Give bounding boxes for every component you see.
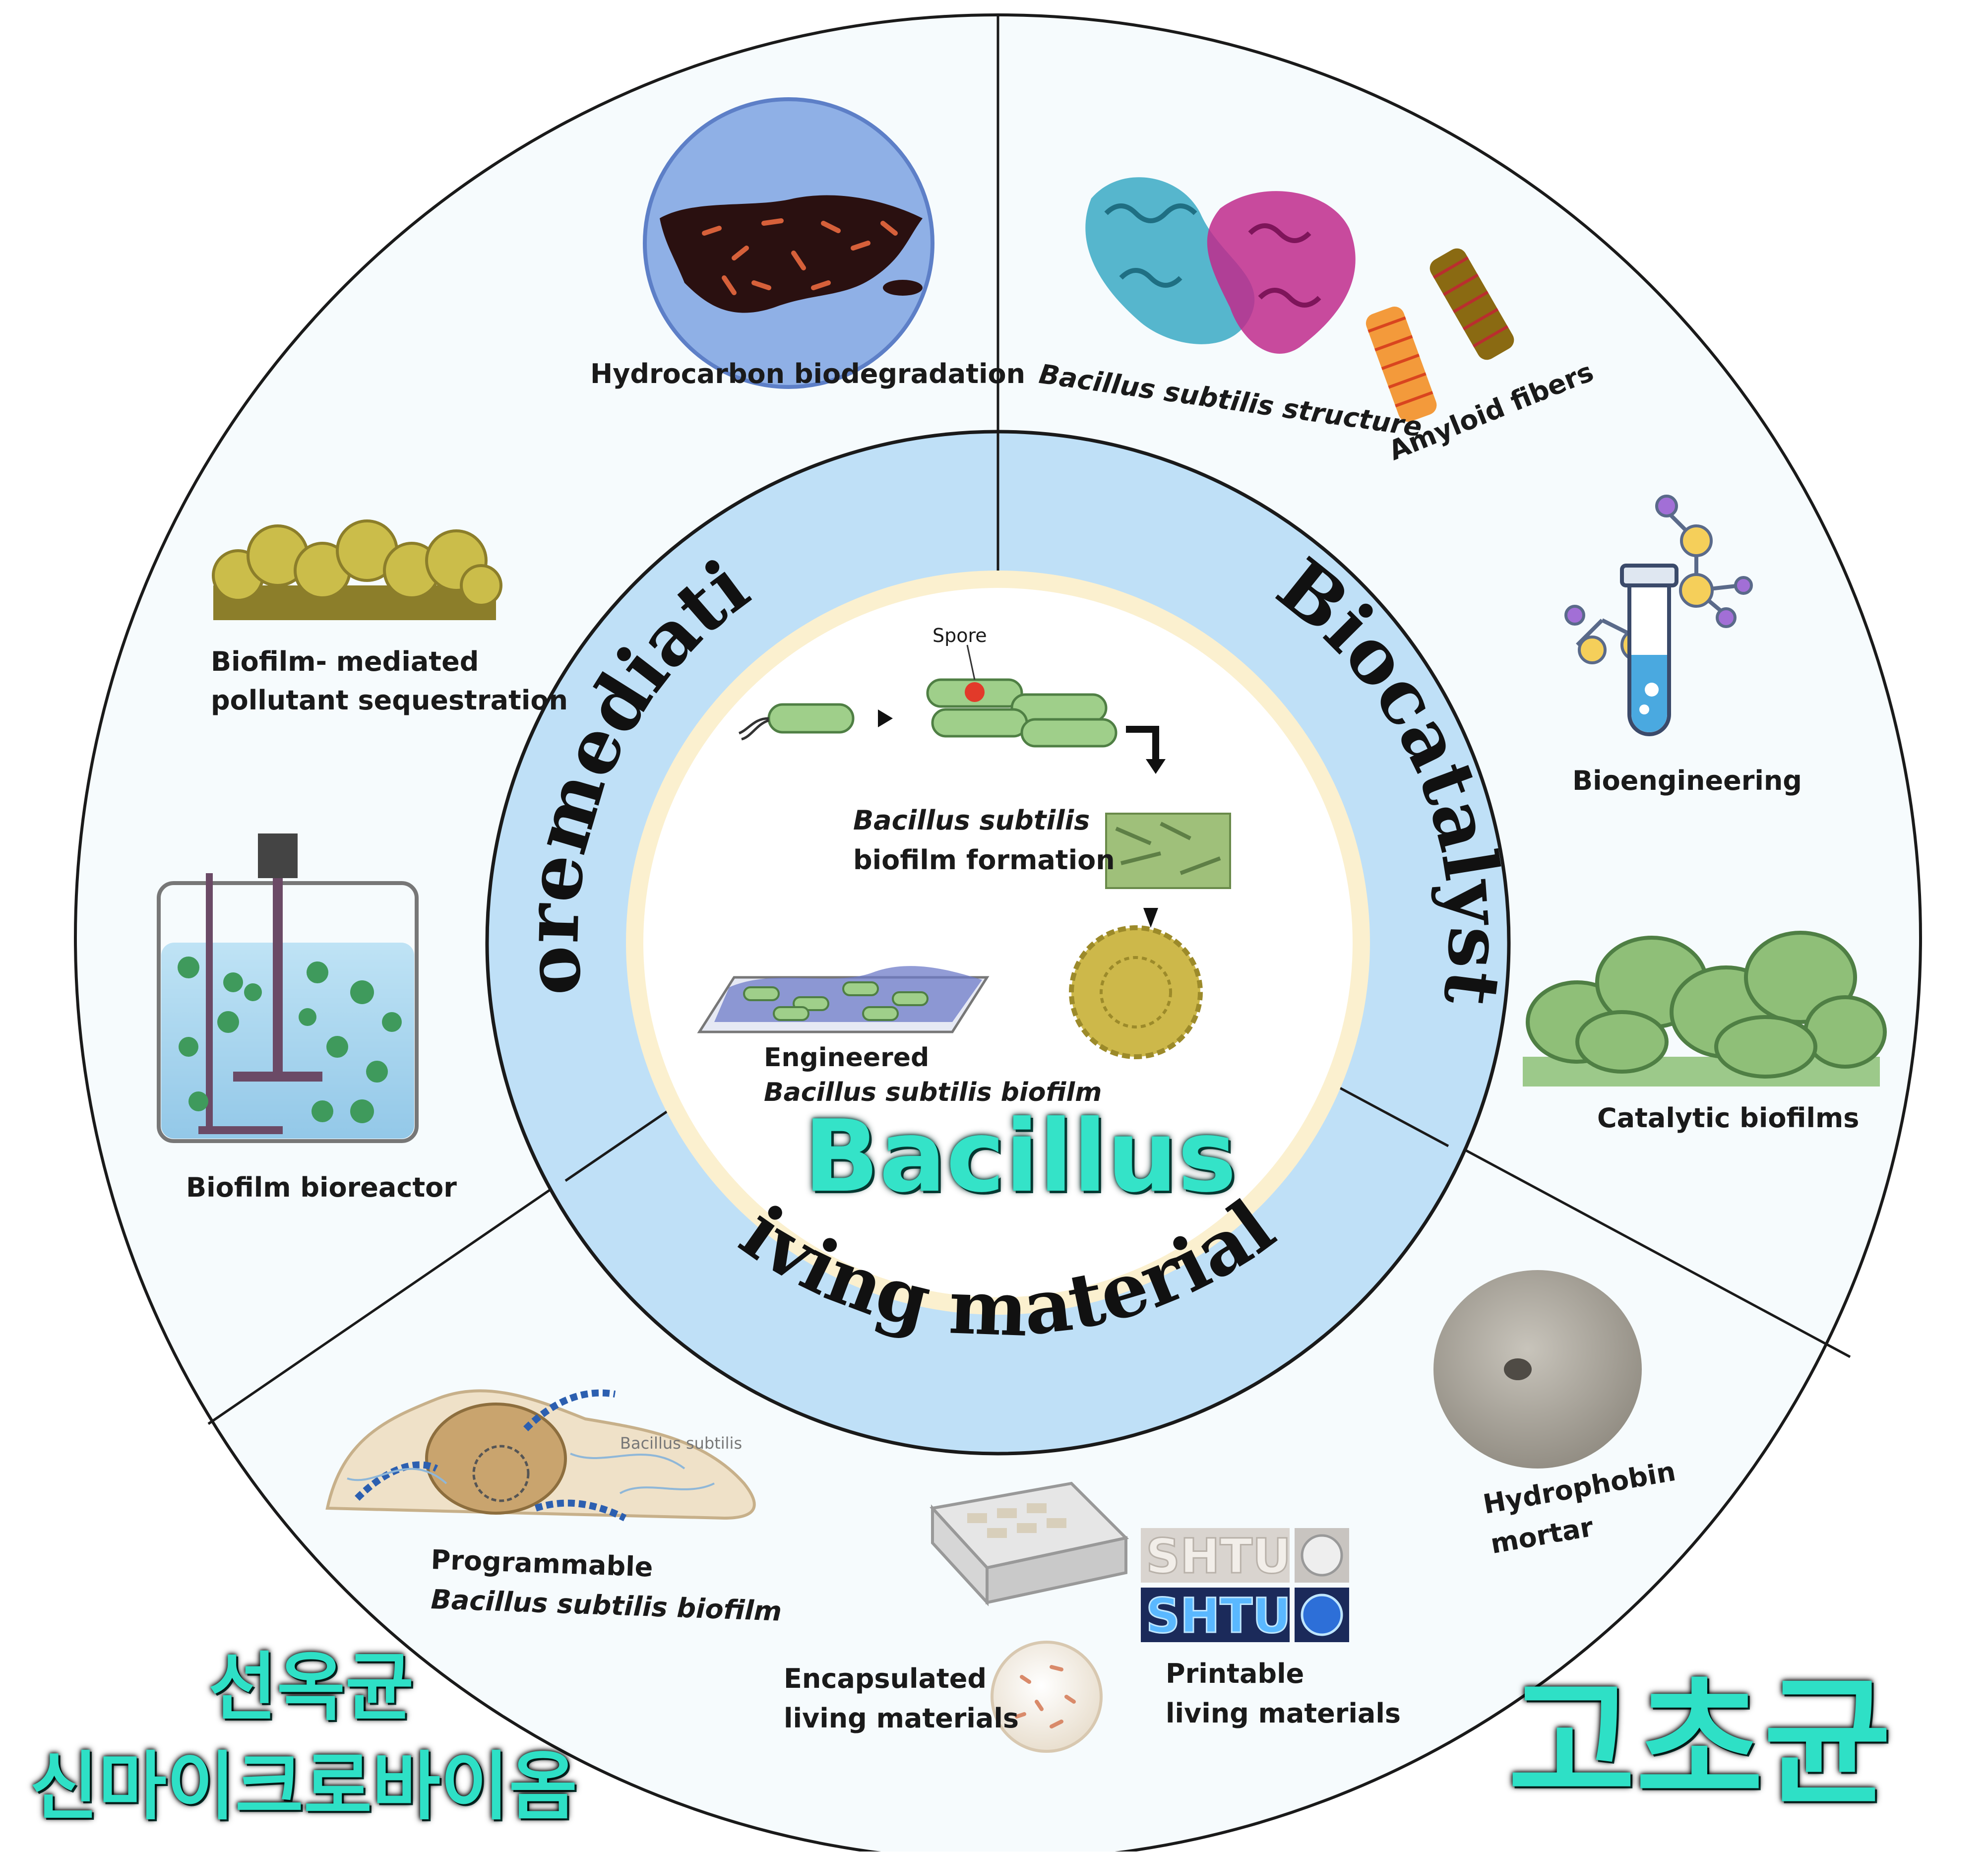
mortar-illustration	[1433, 1270, 1642, 1469]
label-catalytic: Catalytic biofilms	[1597, 1101, 1859, 1135]
label-encapsulated-1: Encapsulated	[784, 1662, 987, 1696]
sequestration-illustration	[213, 521, 501, 620]
label-sequestration-2: pollutant sequestration	[211, 684, 568, 717]
label-formation-1: Bacillus subtilis	[853, 804, 1090, 837]
label-hydrocarbon: Hydrocarbon biodegradation	[590, 357, 1025, 391]
corner-text-left-1: 선옥균	[208, 1647, 414, 1729]
label-printable-1: Printable	[1166, 1657, 1304, 1691]
label-spore: Spore	[932, 624, 987, 648]
corner-text-left-2: 신마이크로바이옴	[30, 1746, 577, 1828]
hydrocarbon-illustration	[645, 99, 932, 387]
label-sequestration-1: Biofilm- mediated	[211, 645, 479, 679]
programmable-schematic-text: Bacillus subtilis	[620, 1434, 742, 1453]
label-printable-2: living materials	[1166, 1697, 1401, 1730]
center-title: Bacillus	[804, 1099, 1237, 1215]
label-engineered-1: Engineered	[764, 1042, 929, 1074]
label-encapsulated-2: living materials	[784, 1702, 1019, 1735]
label-bioreactor: Biofilm bioreactor	[186, 1171, 457, 1205]
printable-shtu-dark: SHTU	[1146, 1588, 1291, 1644]
label-bioengineering: Bioengineering	[1572, 764, 1802, 798]
corner-text-right: 고초균	[1508, 1667, 1891, 1820]
printable-shtu-light: SHTU	[1146, 1529, 1291, 1584]
label-formation-2: biofilm formation	[853, 843, 1115, 877]
